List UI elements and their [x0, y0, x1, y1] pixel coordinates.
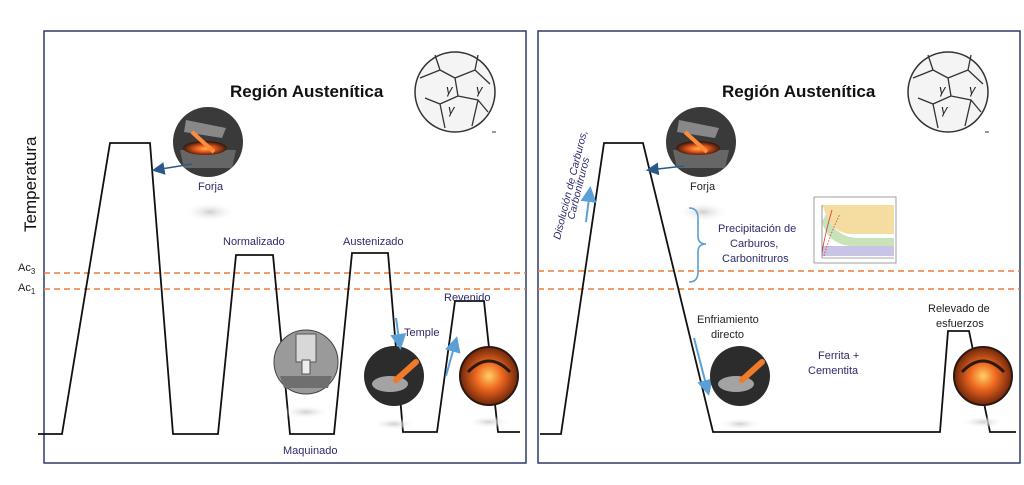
label-austenizado: Austenizado — [343, 236, 404, 248]
svg-text:γ: γ — [941, 102, 949, 117]
label-revenido: Revenido — [444, 292, 490, 304]
left-title: Región Austenítica — [230, 82, 384, 101]
precip-line2: Carburos, — [730, 238, 778, 250]
svg-text:γ: γ — [969, 82, 977, 97]
label-temple: Temple — [404, 327, 439, 339]
forge-image-icon — [173, 107, 243, 222]
right-austenite-grain-icon: γ γ γ — [907, 51, 989, 133]
machining-image-icon — [273, 329, 339, 419]
tempering-image-icon — [459, 346, 519, 428]
y-axis-label: Temperatura — [21, 136, 40, 232]
svg-text:γ: γ — [448, 102, 456, 117]
right-forja-arrow — [645, 162, 685, 176]
label-maquinado: Maquinado — [283, 445, 337, 457]
enfriamiento-arrow — [693, 337, 713, 396]
dissolution-arrow — [580, 186, 597, 223]
right-panel: Región Austenítica γ γ γ Disolución de C… — [537, 30, 1021, 464]
left-panel: Temperatura Ac3 Ac1 Región Austenítica γ… — [18, 30, 527, 464]
right-forge-image-icon — [666, 107, 736, 222]
revenido-arrow — [445, 336, 461, 377]
enfr-line2: directo — [711, 329, 744, 341]
svg-text:γ: γ — [939, 82, 947, 97]
left-panel-border — [43, 30, 527, 464]
right-title: Región Austenítica — [722, 82, 876, 101]
label-normalizado: Normalizado — [223, 236, 285, 248]
precip-line3: Carbonitruros — [722, 253, 789, 265]
right-panel-border — [537, 30, 1021, 464]
forja-arrow — [151, 162, 193, 175]
relev-line2: esfuerzos — [936, 318, 984, 330]
ac1-label: Ac1 — [18, 282, 36, 296]
ferrita-line1: Ferrita + — [818, 350, 859, 362]
right-quench-image-icon — [710, 346, 770, 430]
right-tempering-image-icon — [953, 346, 1013, 428]
left-temperature-curve — [38, 142, 520, 435]
label-forja: Forja — [198, 181, 224, 193]
relev-line1: Relevado de — [928, 303, 990, 315]
ferrita-line2: Cementita — [808, 365, 859, 377]
precipitation-bracket — [688, 207, 707, 283]
precip-line1: Precipitación de — [718, 223, 796, 235]
ac3-label: Ac3 — [18, 262, 36, 276]
temple-arrow — [390, 317, 407, 350]
svg-text:γ: γ — [476, 82, 484, 97]
right-label-forja: Forja — [690, 181, 716, 193]
mini-phase-diagram — [813, 196, 897, 264]
quench-image-icon — [364, 346, 424, 430]
enfr-line1: Enfriamiento — [697, 314, 759, 326]
austenite-grain-icon: γ γ γ — [414, 51, 496, 133]
svg-text:γ: γ — [446, 82, 454, 97]
